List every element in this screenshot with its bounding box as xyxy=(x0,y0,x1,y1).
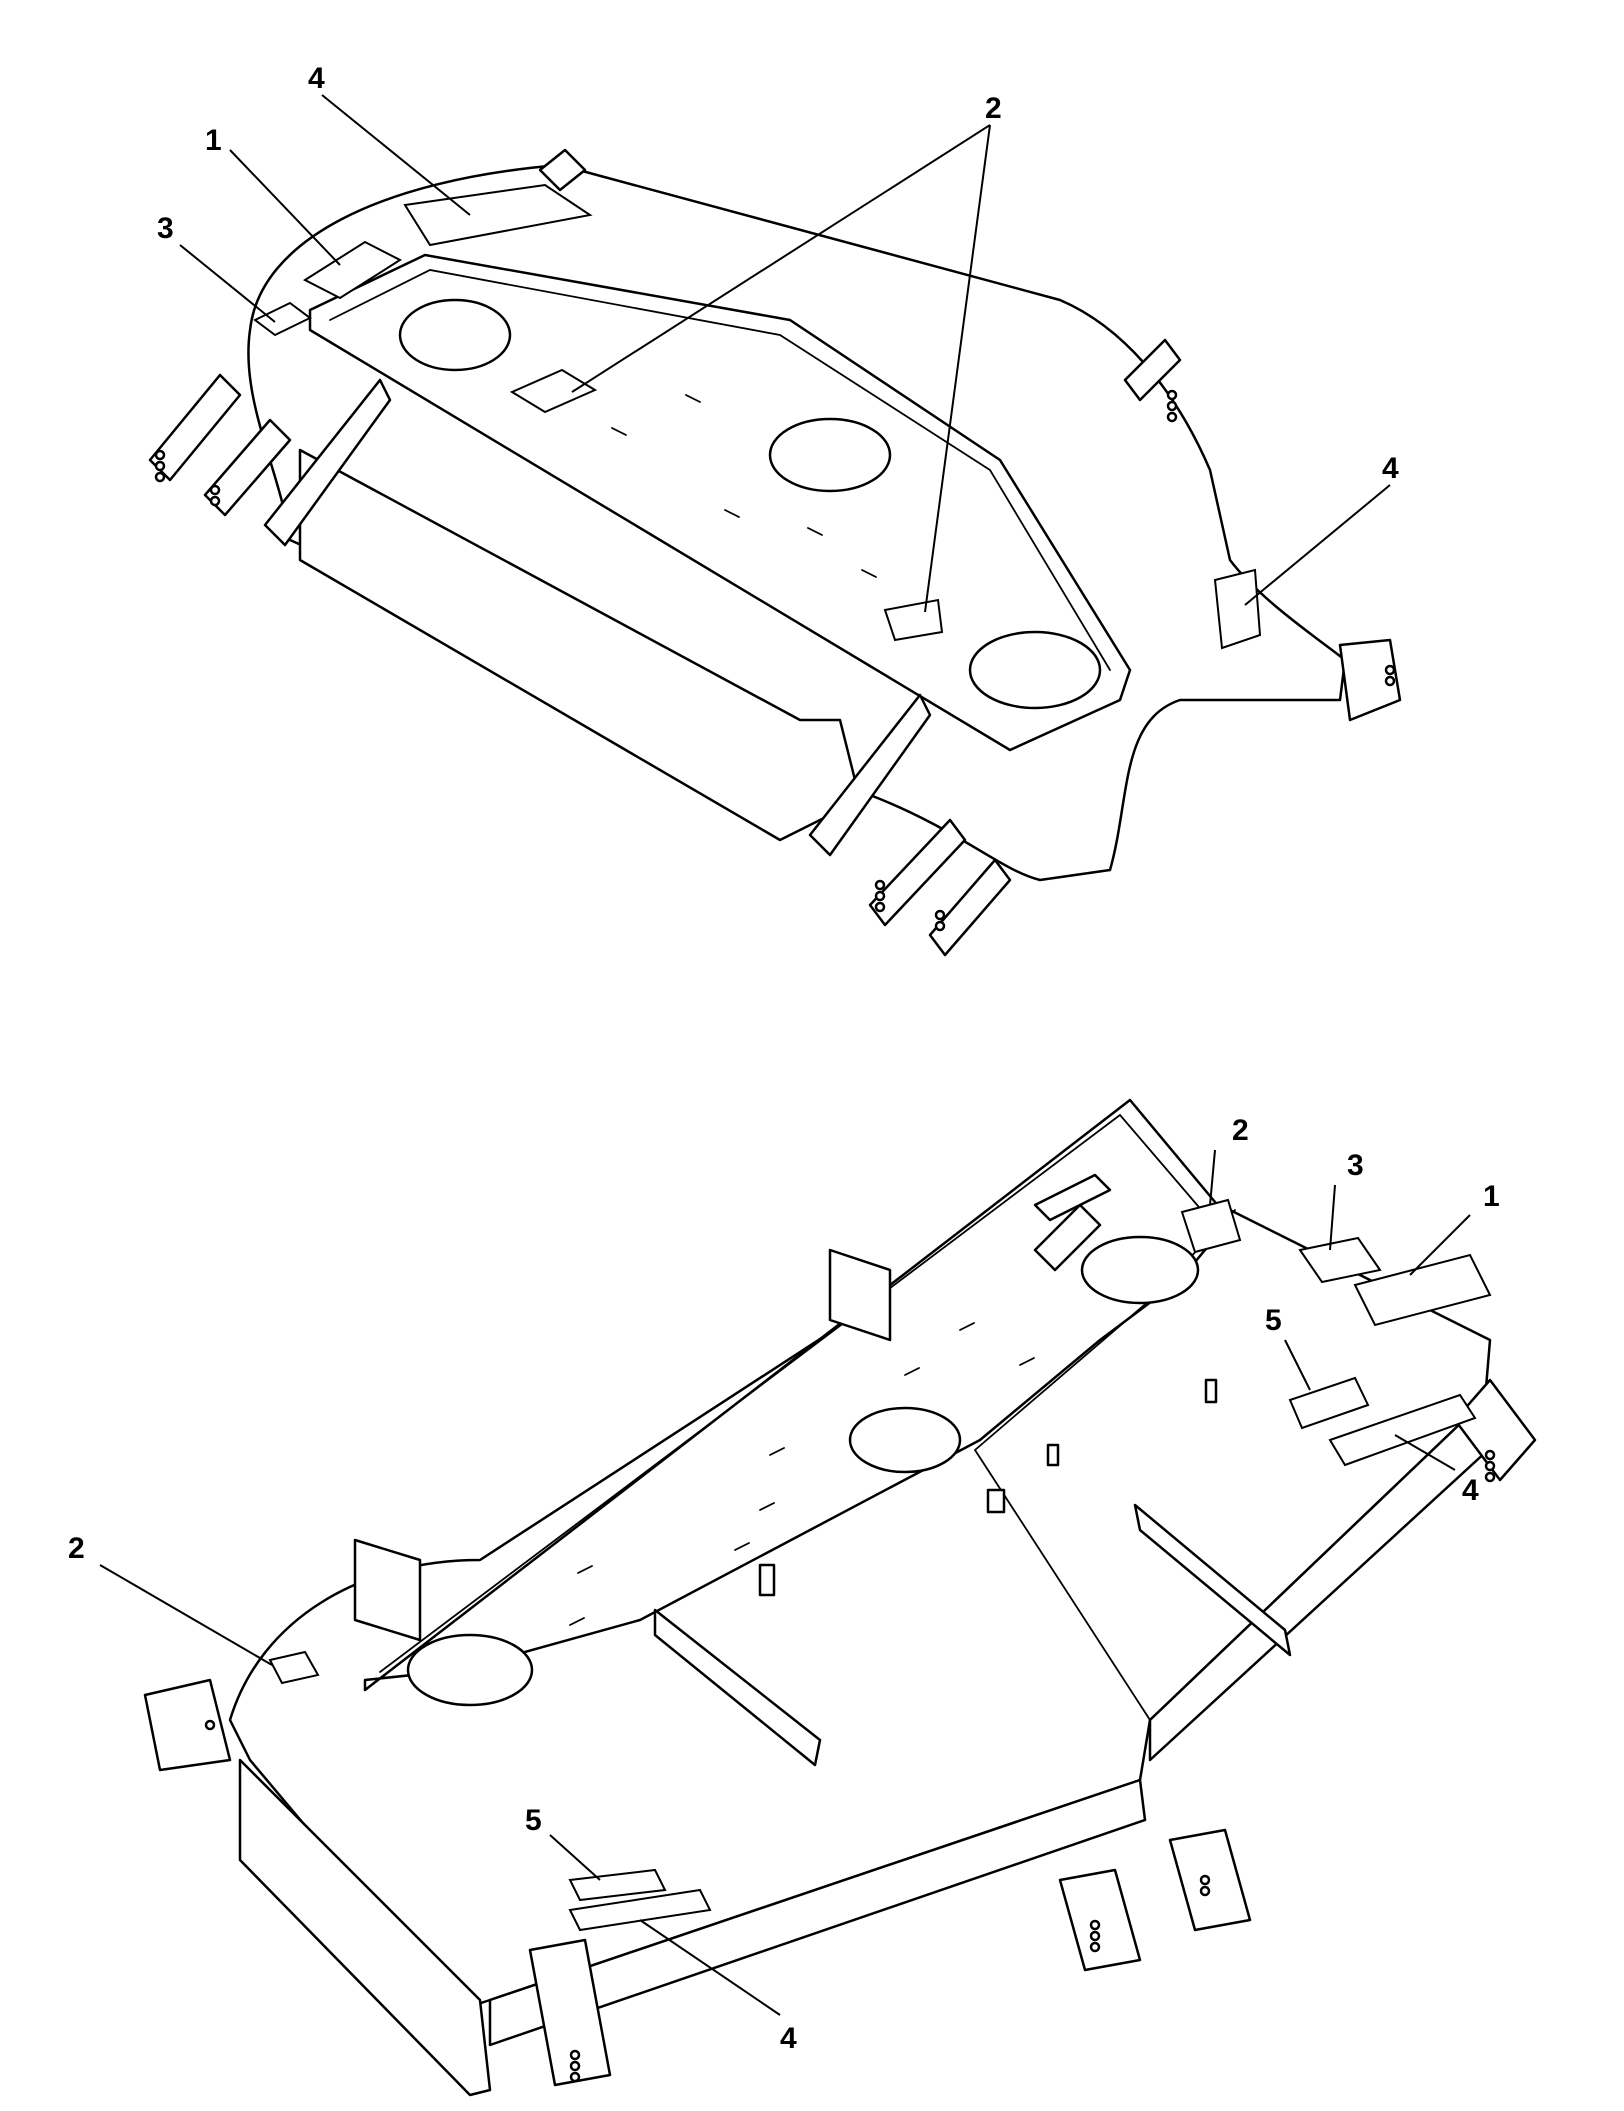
bottom-deck-skirt xyxy=(238,1758,492,2097)
bottom-decal-5-left xyxy=(568,1868,667,1902)
bottom-deck-front-skirt xyxy=(488,1778,1147,2047)
bottom-spindle-hole-right xyxy=(1080,1235,1200,1305)
top-callout-2: 2 xyxy=(985,92,1002,125)
bottom-leaders xyxy=(99,1149,1471,2016)
bottom-bracket-holes xyxy=(204,1449,1496,2083)
bottom-decal-4-left xyxy=(568,1888,712,1932)
bottom-decal-2-top xyxy=(1180,1198,1242,1254)
bottom-spindle-hole-left xyxy=(406,1633,534,1707)
top-callout-3: 3 xyxy=(157,212,174,245)
top-spindle-hole-center xyxy=(768,417,892,493)
bottom-decal-1 xyxy=(1353,1253,1492,1327)
top-deck-view: 1 2 3 4 4 xyxy=(148,62,1402,957)
bottom-decal-5-right xyxy=(1288,1376,1370,1430)
bottom-decal-2-left xyxy=(268,1650,320,1685)
top-decal-2b xyxy=(883,598,944,642)
top-slots xyxy=(611,394,877,578)
bottom-decal-4-right xyxy=(1328,1393,1477,1467)
top-decal-3 xyxy=(253,301,312,337)
bottom-callout-4-left: 4 xyxy=(780,2022,797,2055)
top-callout-4b: 4 xyxy=(1382,452,1399,485)
bottom-callout-4-right: 4 xyxy=(1462,1474,1479,1507)
bottom-spindle-hole-center xyxy=(848,1406,962,1474)
bottom-callout-3: 3 xyxy=(1347,1149,1364,1182)
top-decal-4b xyxy=(1213,568,1262,650)
top-callout-4a: 4 xyxy=(308,62,325,95)
bottom-callout-2-top: 2 xyxy=(1232,1114,1249,1147)
top-decal-1 xyxy=(302,240,403,300)
bottom-decals xyxy=(268,1198,1492,1932)
top-callout-1: 1 xyxy=(205,124,222,157)
bottom-studs xyxy=(758,1378,1218,1597)
top-brackets xyxy=(148,148,1402,957)
bottom-deck-tray-rim xyxy=(379,1113,1211,1673)
bottom-callout-5-right: 5 xyxy=(1265,1304,1282,1337)
top-bracket-holes xyxy=(154,389,1396,932)
bottom-callout-5-left: 5 xyxy=(525,1804,542,1837)
top-decal-2a xyxy=(509,368,598,414)
bottom-slots xyxy=(569,1322,1035,1626)
bottom-deck-view: 2 3 1 5 4 2 5 4 xyxy=(68,1098,1537,2097)
top-spindle-hole-left xyxy=(398,298,512,372)
bottom-callout-2-left: 2 xyxy=(68,1532,85,1565)
bottom-callout-1: 1 xyxy=(1483,1180,1500,1213)
bottom-decal-3 xyxy=(1298,1236,1382,1284)
top-spindle-hole-right xyxy=(968,630,1102,710)
top-deck-tray-rim xyxy=(329,269,1111,671)
top-leaders xyxy=(179,94,1391,613)
